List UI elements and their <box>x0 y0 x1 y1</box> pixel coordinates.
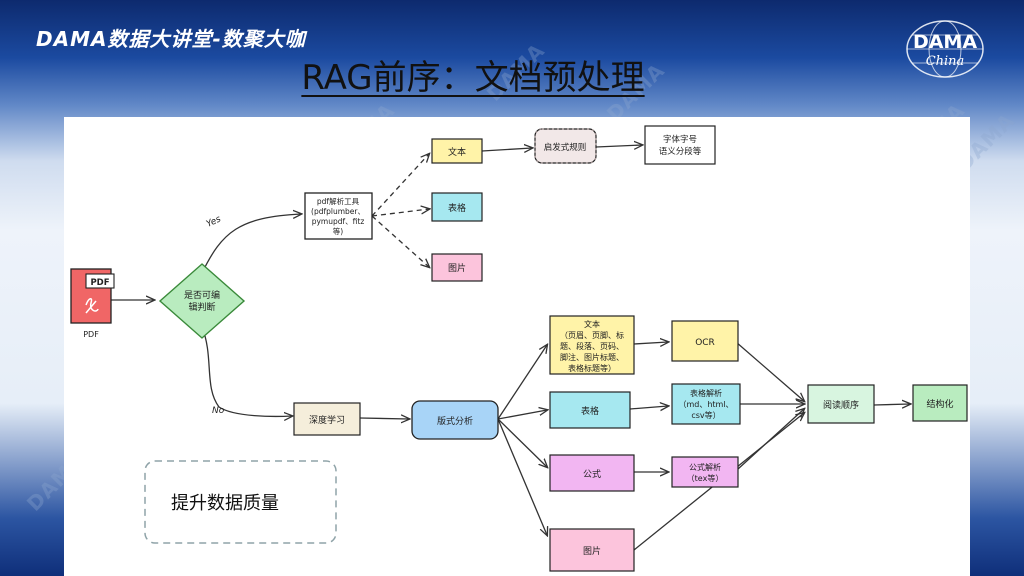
table-parse-line-2: （md、html、 <box>678 400 733 409</box>
font-size-node: 字体字号 语义分段等 <box>644 125 716 165</box>
improve-quality-box <box>144 460 337 544</box>
pdf-tag: PDF <box>90 278 109 288</box>
decision-line-1: 是否可编 <box>184 289 220 301</box>
dama-china-logo: DAMA China <box>906 20 984 78</box>
heuristic-node: 启发式规则 <box>534 128 597 164</box>
text-detail-line-4: 脚注、图片标题、 <box>560 352 624 362</box>
text-detail-line-3: 题、段落、页码、 <box>560 341 624 351</box>
pdf-tools-line-3: pymupdf、fitz <box>312 217 365 226</box>
text-detail-line-1: 文本 <box>584 319 600 329</box>
edge-layout-image <box>497 418 547 535</box>
text-top-node: 文本 <box>431 138 483 164</box>
table-top-label: 表格 <box>448 202 466 214</box>
edge-layout-formula <box>497 418 547 467</box>
table-parse-line-3: csv等） <box>691 410 720 420</box>
edge-tools-table <box>371 209 429 217</box>
heuristic-label: 启发式规则 <box>544 142 587 153</box>
table-top-node: 表格 <box>431 192 483 222</box>
table-parse-node: 表格解析 （md、html、 csv等） <box>671 383 741 425</box>
no-label: No <box>212 406 225 416</box>
page-title: RAG前序：文档预处理 <box>301 58 645 98</box>
ocr-label: OCR <box>695 338 715 348</box>
yes-label: Yes <box>205 214 223 229</box>
formula-parse-line-1: 公式解析 <box>689 462 721 472</box>
decision-line-2: 辑判断 <box>188 301 215 313</box>
formula-parse-node: 公式解析 （tex等） <box>671 456 739 488</box>
structured-node: 结构化 <box>912 384 968 422</box>
edge-heuristic-font <box>595 145 642 147</box>
pdf-tools-node: pdf解析工具 (pdfplumber、 pymupdf、fitz 等) <box>304 192 373 240</box>
decision-node: 是否可编 辑判断 <box>158 263 246 339</box>
text-detail-node: 文本 （页眉、页脚、标 题、段落、页码、 脚注、图片标题、 表格标题等） <box>549 315 635 375</box>
text-detail-line-2: （页眉、页脚、标 <box>560 330 624 340</box>
structured-label: 结构化 <box>926 398 953 410</box>
edge-text-heuristic <box>481 148 532 151</box>
formula-label: 公式 <box>583 468 601 480</box>
formula-node: 公式 <box>549 454 635 492</box>
logo-sub-text: China <box>926 54 965 69</box>
deep-learning-node: 深度学习 <box>293 402 361 436</box>
edge-text-ocr <box>633 342 668 344</box>
text-top-label: 文本 <box>448 146 466 158</box>
pdf-tools-line-4: 等) <box>333 226 343 236</box>
edge-tools-text <box>371 154 429 217</box>
image-bottom-label: 图片 <box>583 545 601 557</box>
deep-learning-label: 深度学习 <box>309 414 345 426</box>
flowchart-panel: PDF PDF 是否可编 辑判断 Yes No pdf解析工具 (pdfplum… <box>64 117 970 576</box>
edge-dl-layout <box>359 418 409 419</box>
edge-layout-text <box>497 345 547 420</box>
reading-order-node: 阅读顺序 <box>807 384 875 424</box>
improve-quality-label: 提升数据质量 <box>171 493 279 514</box>
edge-ocr-reading <box>735 341 804 401</box>
edge-reading-structured <box>873 404 910 405</box>
edge-layout-table <box>497 410 547 420</box>
formula-parse-line-2: （tex等） <box>687 473 724 483</box>
text-detail-line-5: 表格标题等） <box>568 363 616 373</box>
reading-order-label: 阅读顺序 <box>823 399 859 411</box>
pdf-file-icon: PDF PDF <box>70 268 115 339</box>
brand-title: DAMA数据大讲堂-数聚大咖 <box>36 27 306 51</box>
ocr-node: OCR <box>671 320 739 362</box>
logo-main-text: DAMA <box>913 31 977 53</box>
layout-analysis-node: 版式分析 <box>411 400 499 440</box>
image-bottom-node: 图片 <box>549 528 635 572</box>
pdf-tools-line-1: pdf解析工具 <box>317 196 360 206</box>
edge-table-parse <box>629 406 668 409</box>
font-size-line-1: 字体字号 <box>663 134 697 145</box>
table-parse-line-1: 表格解析 <box>690 388 722 398</box>
edge-tools-image <box>371 215 429 267</box>
table-mid-label: 表格 <box>581 405 599 417</box>
flowchart: PDF PDF 是否可编 辑判断 Yes No pdf解析工具 (pdfplum… <box>70 125 968 572</box>
pdf-tools-line-2: (pdfplumber、 <box>311 207 365 216</box>
table-mid-node: 表格 <box>549 391 631 429</box>
pdf-label: PDF <box>83 330 99 339</box>
edge-yes <box>201 214 301 274</box>
font-size-line-2: 语义分段等 <box>659 146 702 157</box>
layout-analysis-label: 版式分析 <box>437 415 473 427</box>
image-top-label: 图片 <box>448 262 466 274</box>
edge-no <box>201 326 292 416</box>
image-top-node: 图片 <box>431 253 483 282</box>
